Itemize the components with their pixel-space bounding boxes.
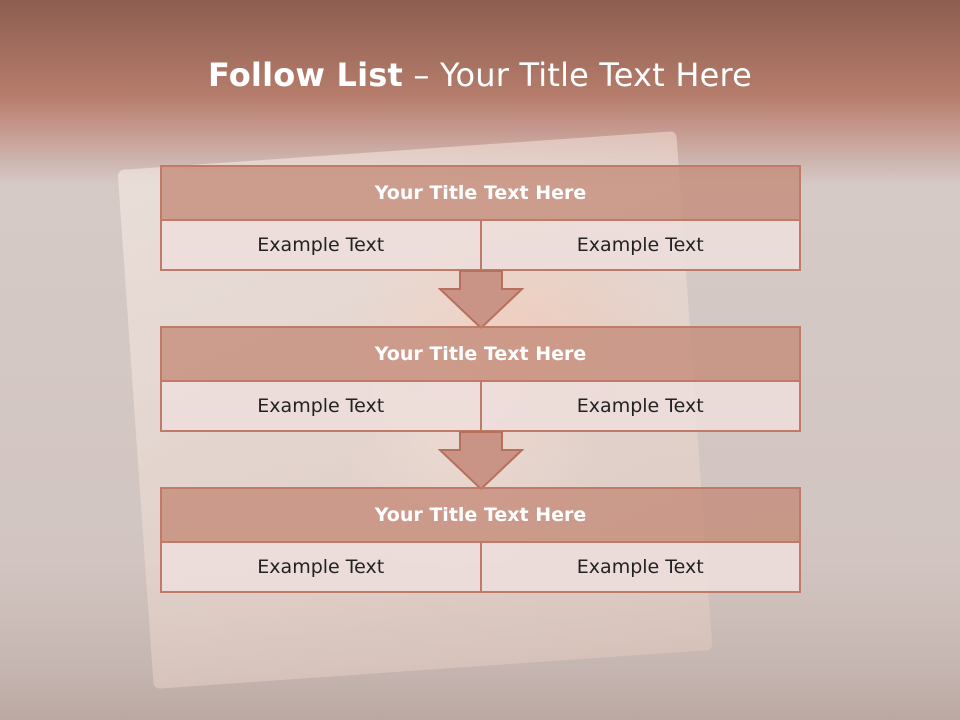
step-2-title: Your Title Text Here <box>160 326 801 382</box>
down-arrow-1-icon <box>438 270 524 330</box>
step-2-row: Example Text Example Text <box>160 382 801 432</box>
step-1-right-text: Example Text <box>479 221 799 269</box>
slide-title-bold: Follow List <box>207 56 404 94</box>
step-1-left-text: Example Text <box>162 221 480 269</box>
step-1-row: Example Text Example Text <box>160 221 801 271</box>
slide-title-rest: – Your Title Text Here <box>403 56 753 94</box>
slide-title: Follow List – Your Title Text Here <box>0 56 960 94</box>
step-3-title: Your Title Text Here <box>160 487 801 543</box>
down-arrow-2-icon <box>438 431 524 491</box>
step-3-left-text: Example Text <box>162 543 480 591</box>
step-box-3: Your Title Text Here Example Text Exampl… <box>160 487 801 593</box>
step-box-1: Your Title Text Here Example Text Exampl… <box>160 165 801 271</box>
step-box-2: Your Title Text Here Example Text Exampl… <box>160 326 801 432</box>
step-1-title: Your Title Text Here <box>160 165 801 221</box>
step-3-right-text: Example Text <box>479 543 799 591</box>
step-2-right-text: Example Text <box>479 382 799 430</box>
step-2-left-text: Example Text <box>162 382 480 430</box>
step-3-row: Example Text Example Text <box>160 543 801 593</box>
